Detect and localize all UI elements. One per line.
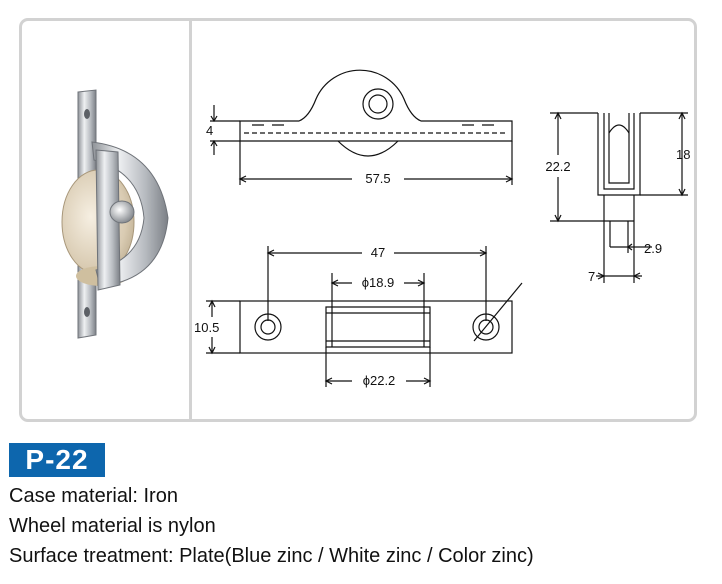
side-view-outline xyxy=(239,69,513,142)
dim-wheel-diameter-label: ϕ22.2 xyxy=(363,373,396,388)
dim-length-label: 57.5 xyxy=(365,171,390,186)
panel-divider xyxy=(189,20,192,420)
technical-drawing: 4 57.5 22.2 18 2.9 7 47 ϕ18.9 10.5 ϕ22.2 xyxy=(194,69,690,388)
dim-width-label: 10.5 xyxy=(194,320,219,335)
dim-height-case-label: 18 xyxy=(676,147,690,162)
spec-wheel-material: Wheel material is nylon xyxy=(9,515,216,537)
side-view-wheel xyxy=(337,140,399,157)
spec-surface-treatment: Surface treatment: Plate(Blue zinc / Whi… xyxy=(9,545,534,567)
spec-case-material: Case material: Iron xyxy=(9,485,178,507)
product-photo xyxy=(61,89,169,339)
dim-hole-spacing-label: 47 xyxy=(371,245,385,260)
dim-base-width-label: 7 xyxy=(588,269,595,284)
dim-wheel-width-label: 2.9 xyxy=(644,241,662,256)
dim-inner-diameter-label: ϕ18.9 xyxy=(362,275,395,290)
dim-thickness-label: 4 xyxy=(206,123,213,138)
product-code-badge: P-22 xyxy=(9,443,105,477)
dim-height-total-label: 22.2 xyxy=(545,159,570,174)
top-view-outline xyxy=(239,300,513,354)
